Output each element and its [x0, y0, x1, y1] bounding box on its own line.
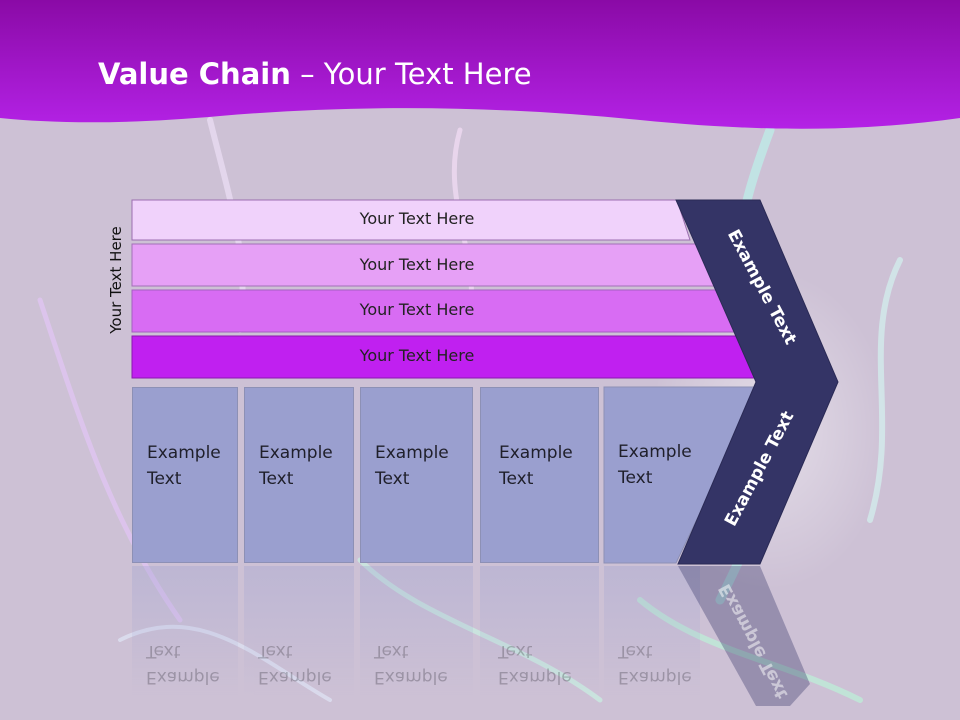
- cell-1-line1: Example: [147, 443, 221, 463]
- cell-3-line2: Text: [375, 469, 410, 489]
- band-2-label: Your Text Here: [359, 255, 475, 274]
- chevron-reflection: [678, 566, 810, 706]
- slide-title: Value Chain – Your Text Here: [98, 52, 532, 96]
- cell-5-line2: Text: [618, 468, 653, 488]
- title-rest: – Your Text Here: [290, 57, 532, 91]
- cell-5-line1: Example: [618, 442, 692, 462]
- chevron-arrow[interactable]: [670, 198, 850, 568]
- band-3-label: Your Text Here: [359, 300, 475, 319]
- cell-5-shape: [603, 386, 761, 564]
- cell-2-line2: Text: [259, 469, 294, 489]
- chevron-shape: [675, 199, 839, 565]
- cell-3-line1: Example: [375, 443, 449, 463]
- cell-5[interactable]: [603, 386, 764, 564]
- cell-1-line2: Text: [147, 469, 182, 489]
- band-1-shape: [131, 199, 691, 241]
- band-4-label: Your Text Here: [359, 346, 475, 365]
- title-bold: Value Chain: [98, 57, 291, 91]
- band-1-label: Your Text Here: [359, 209, 475, 228]
- cell-4-line2: Text: [499, 469, 534, 489]
- cell-2-line1: Example: [259, 443, 333, 463]
- side-label: Your Text Here: [107, 226, 125, 334]
- cell-4-line1: Example: [499, 443, 573, 463]
